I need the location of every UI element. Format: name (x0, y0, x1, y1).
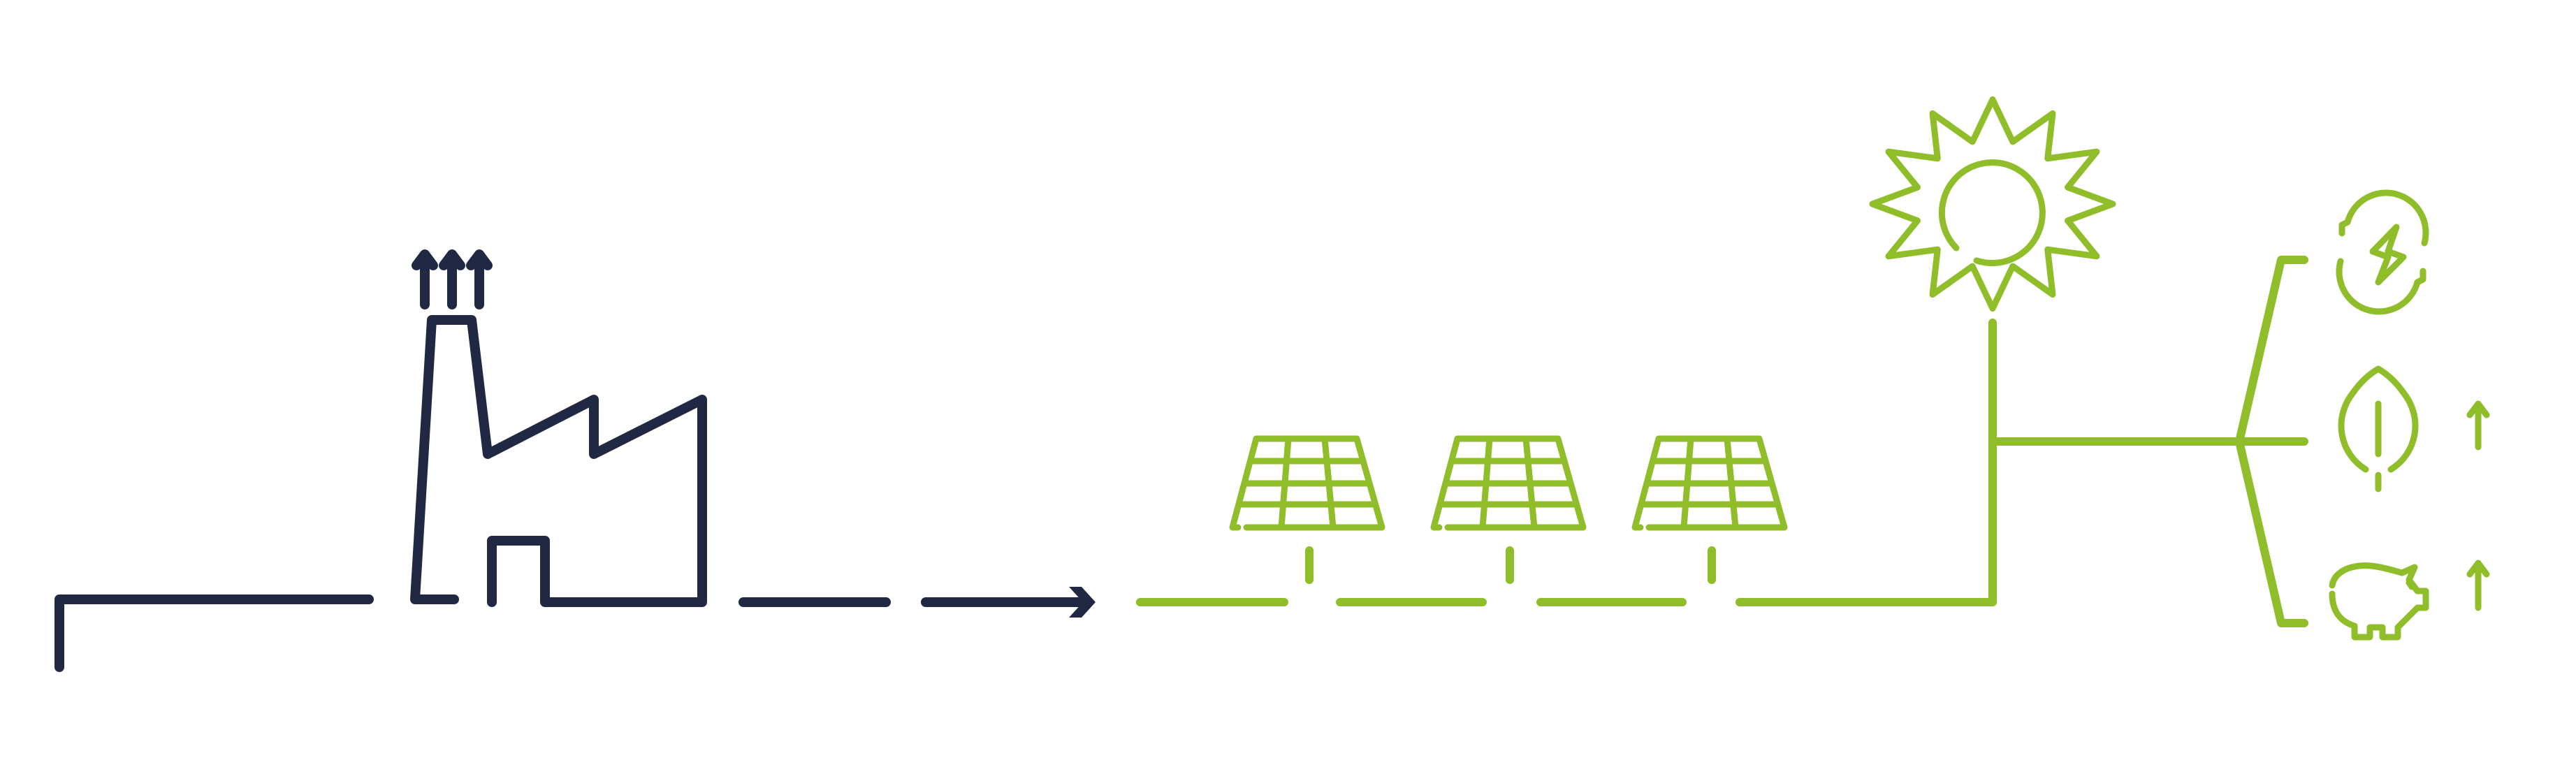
up-arrow-icon (466, 249, 493, 309)
ground-line-start (54, 594, 374, 672)
branch-top (2235, 256, 2308, 446)
up-arrow-icon (2466, 400, 2490, 451)
solar-panel-icon (1430, 435, 1587, 531)
up-arrow-icon (2466, 560, 2490, 611)
up-arrow-icon (439, 249, 465, 309)
factory-icon (410, 315, 707, 607)
arrow-right-icon (1069, 587, 1096, 618)
ground-line-to-sun (1735, 319, 1997, 606)
solar-panel-icon (1631, 435, 1788, 531)
leaf-icon (2338, 365, 2419, 492)
emission-arrows (412, 249, 493, 309)
piggy-bank-icon (2329, 562, 2429, 641)
fossil-section (54, 249, 1096, 672)
solar-panel-icon (1229, 435, 1385, 531)
solar-section (1136, 96, 2490, 641)
renewable-energy-icon (2336, 189, 2429, 315)
branch-bottom (2235, 437, 2308, 627)
up-arrow-icon (412, 249, 438, 309)
sun-icon (1869, 96, 2116, 312)
solar-panels (1229, 435, 1788, 531)
